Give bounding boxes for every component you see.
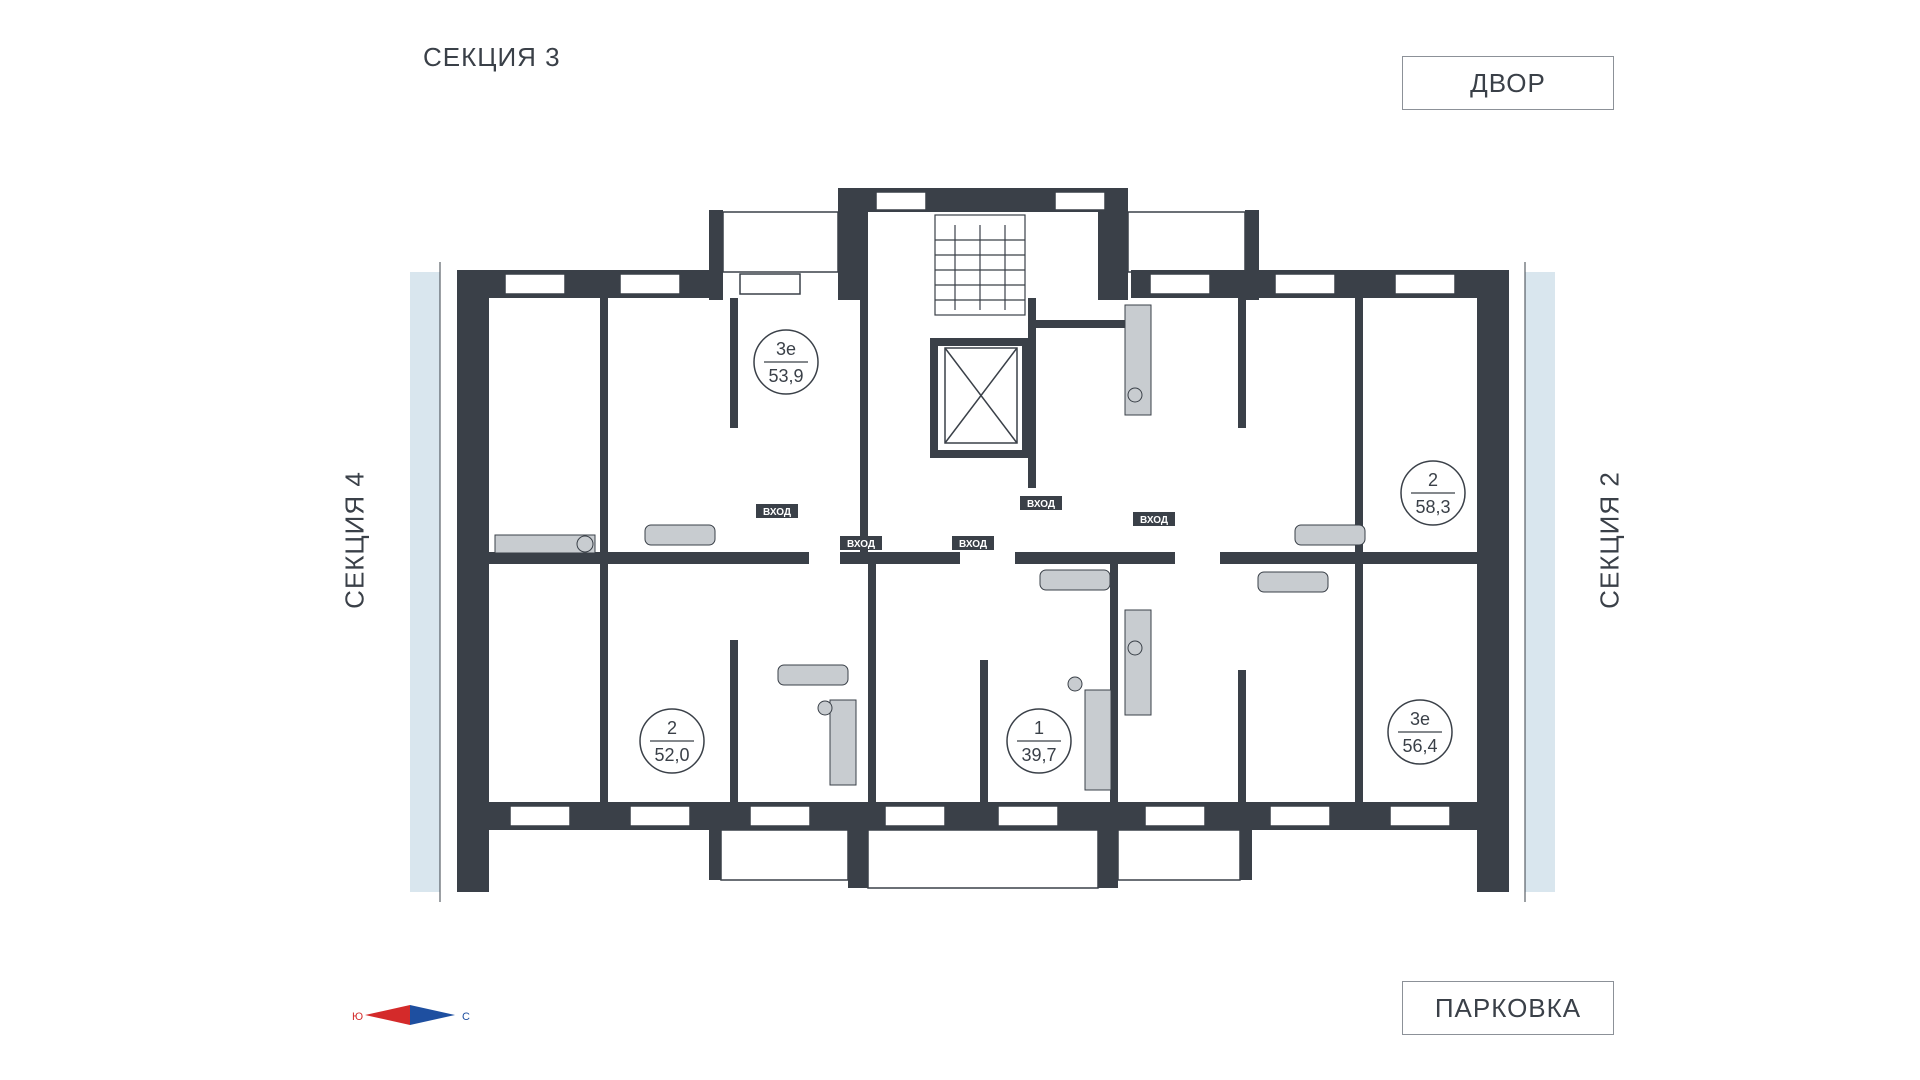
parking-label: ПАРКОВКА xyxy=(1402,981,1614,1035)
section-3-label: СЕКЦИЯ 3 xyxy=(423,42,561,72)
yard-label: ДВОР xyxy=(1402,56,1614,110)
right-glazing xyxy=(1525,272,1555,892)
compass: Ю С xyxy=(352,1005,470,1025)
entrance-tags xyxy=(756,496,1175,550)
apartment-area: 53,9 xyxy=(768,366,803,386)
apartment-rooms: 2 xyxy=(1428,470,1438,490)
entrance-label-1: ВХОД xyxy=(763,507,791,518)
apartment-1-39-7[interactable]: 1 39,7 xyxy=(1006,708,1072,774)
elevator xyxy=(944,347,1018,444)
entrance-label-3: ВХОД xyxy=(959,539,987,550)
apartment-area: 39,7 xyxy=(1021,745,1056,765)
apartment-rooms: 3е xyxy=(1410,709,1430,729)
left-glazing xyxy=(410,272,440,892)
apartment-rooms: 2 xyxy=(667,718,677,738)
entrance-label-5: ВХОД xyxy=(1140,515,1168,526)
apartment-2-52-0[interactable]: 2 52,0 xyxy=(639,708,705,774)
apartment-2-58-3[interactable]: 2 58,3 xyxy=(1400,460,1466,526)
compass-south-label: Ю xyxy=(352,1011,363,1023)
compass-north-arrow xyxy=(410,1005,455,1025)
entrance-label-4: ВХОД xyxy=(1027,499,1055,510)
apartment-area: 52,0 xyxy=(654,745,689,765)
balconies xyxy=(720,211,1246,889)
fixtures xyxy=(494,304,1366,791)
apartment-rooms: 3е xyxy=(776,339,796,359)
compass-south-arrow xyxy=(365,1005,410,1025)
apartment-3e-56-4[interactable]: 3е 56,4 xyxy=(1387,699,1453,765)
compass-north-label: С xyxy=(462,1011,470,1023)
entrance-label-2: ВХОД xyxy=(847,539,875,550)
apartment-rooms: 1 xyxy=(1034,718,1044,738)
apartment-area: 56,4 xyxy=(1402,736,1437,756)
apartment-3e-53-9[interactable]: 3е 53,9 xyxy=(753,329,819,395)
apartment-area: 58,3 xyxy=(1415,497,1450,517)
windows xyxy=(504,191,1456,827)
stairs xyxy=(934,214,1026,316)
